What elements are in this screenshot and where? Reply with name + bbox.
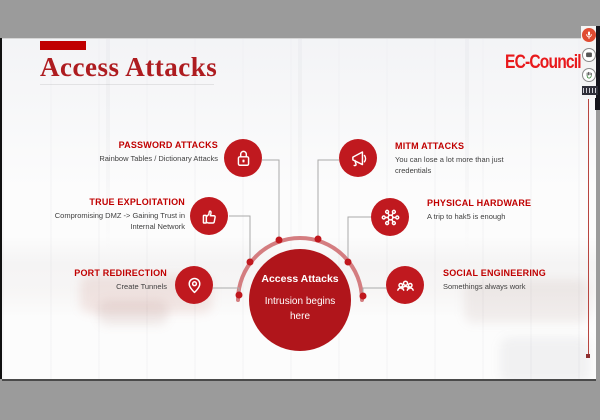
arc-node-dot xyxy=(359,292,367,300)
connector-password xyxy=(262,159,280,240)
background-furniture xyxy=(98,301,168,325)
screen-icon[interactable] xyxy=(582,48,596,62)
network-icon xyxy=(371,198,409,236)
item-title: PORT REDIRECTION xyxy=(74,268,167,278)
connector-exploitation xyxy=(229,215,251,262)
raise-hand-icon[interactable] xyxy=(582,68,596,82)
people-icon xyxy=(386,266,424,304)
arc-node-dot xyxy=(314,235,322,243)
window-mullion xyxy=(298,39,302,254)
slide: Access Attacks EC-Council xyxy=(2,38,596,381)
annotation-line-end xyxy=(586,354,590,358)
arc-node-dot xyxy=(275,236,283,244)
item-desc: You can lose a lot more than just creden… xyxy=(395,155,504,176)
item-title: PHYSICAL HARDWARE xyxy=(427,198,532,208)
location-pin-icon xyxy=(175,266,213,304)
item-title: SOCIAL ENGINEERING xyxy=(443,268,546,278)
arc-node-dot xyxy=(246,258,254,266)
item-true-exploitation: TRUE EXPLOITATION Compromising DMZ -> Ga… xyxy=(45,197,185,233)
item-title: MITM ATTACKS xyxy=(395,141,465,151)
item-desc: A trip to hak5 is enough xyxy=(427,212,506,221)
toolbar-backing xyxy=(595,26,600,110)
connector-port xyxy=(213,287,240,295)
connector-social xyxy=(362,287,386,296)
title-accent-bar xyxy=(40,41,86,50)
item-password-attacks: PASSWORD ATTACKS Rainbow Tables / Dictio… xyxy=(68,140,218,164)
annotation-line xyxy=(588,99,589,355)
ec-council-logo: EC-Council xyxy=(505,52,582,73)
megaphone-icon xyxy=(339,139,377,177)
microphone-icon[interactable] xyxy=(582,28,596,42)
connector-hardware xyxy=(347,216,371,262)
grip-icon[interactable] xyxy=(582,86,598,95)
item-title: PASSWORD ATTACKS xyxy=(118,140,218,150)
background-furniture xyxy=(500,337,590,379)
item-mitm-attacks: MITM ATTACKS You can lose a lot more tha… xyxy=(395,141,523,177)
connector-mitm xyxy=(317,159,339,239)
item-desc: Compromising DMZ -> Gaining Trust in Int… xyxy=(54,211,185,232)
slide-title: Access Attacks xyxy=(40,52,218,82)
item-port-redirection: PORT REDIRECTION Create Tunnels xyxy=(27,268,167,292)
item-social-engineering: SOCIAL ENGINEERING Somethings always wor… xyxy=(443,268,593,292)
item-physical-hardware: PHYSICAL HARDWARE A trip to hak5 is enou… xyxy=(427,198,577,222)
lock-icon xyxy=(224,139,262,177)
center-title: Access Attacks xyxy=(261,273,339,285)
arc-node-dot xyxy=(235,291,243,299)
arc-node-dot xyxy=(344,258,352,266)
item-desc: Somethings always work xyxy=(443,282,526,291)
item-desc: Create Tunnels xyxy=(116,282,167,291)
center-circle: Access Attacks Intrusion begins here xyxy=(249,249,351,351)
thumbs-up-icon xyxy=(190,197,228,235)
center-subtitle: Intrusion begins here xyxy=(264,296,336,322)
title-underline xyxy=(40,84,214,85)
slide-left-border xyxy=(0,38,2,379)
item-title: TRUE EXPLOITATION xyxy=(89,197,185,207)
item-desc: Rainbow Tables / Dictionary Attacks xyxy=(99,154,218,163)
